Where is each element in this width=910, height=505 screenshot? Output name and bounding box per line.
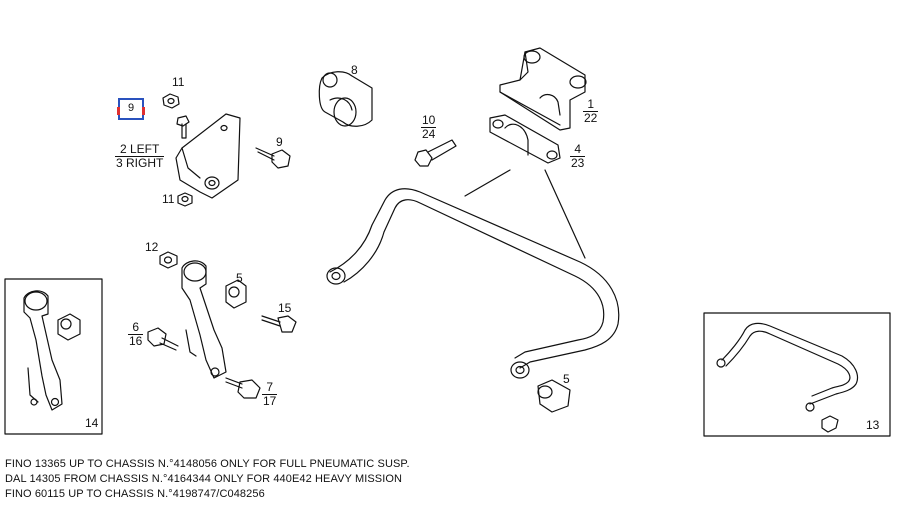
callout-5[interactable]: 5 [236,271,243,285]
inset-stabilizer-bar [716,322,859,433]
callout-1-22-num: 1 [583,98,599,112]
callout-10-24-num: 10 [421,113,437,128]
inset-box-14 [4,278,103,435]
callout-10-24-den: 24 [422,127,436,141]
callout-12[interactable]: 12 [145,240,159,254]
callout-2-3[interactable]: 2 LEFT 3 RIGHT [115,143,165,170]
nut-part-11-top [162,93,180,109]
selected-callout-marker[interactable]: 9 [117,98,145,120]
callout-13[interactable]: 13 [866,418,880,432]
bushing-part-8 [318,71,373,127]
callout-5-lower[interactable]: 5 [563,372,570,386]
callout-7-17-num: 7 [262,381,278,395]
selected-callout-label: 9 [127,102,135,114]
callout-2-3-num: 2 LEFT [115,143,165,157]
inset-box-13 [703,312,891,437]
callout-14[interactable]: 14 [85,416,99,430]
applicability-notes: FINO 13365 UP TO CHASSIS N.°4148056 ONLY… [5,457,410,502]
clamp-part-4 [489,114,561,164]
callout-6-16-num: 6 [128,321,144,335]
bolt-part-6 [147,327,179,351]
callout-6-16[interactable]: 6 16 [128,321,144,348]
bushing-part-5 [225,279,247,309]
callout-6-16-den: 16 [129,334,143,348]
bolt-part-10 [414,139,457,167]
callout-1-22-den: 22 [584,111,598,125]
callout-9[interactable]: 9 [276,135,283,149]
callout-8[interactable]: 8 [351,63,358,77]
note-line: FINO 13365 UP TO CHASSIS N.°4148056 ONLY… [5,458,410,470]
callout-4-23[interactable]: 4 23 [570,143,586,170]
bolt-part-9 [255,147,291,169]
bushing-part-5-lower [537,379,571,413]
callout-4-23-den: 23 [571,156,585,170]
bolt-part-7 [225,377,261,399]
bolt-part-small [176,115,190,139]
callout-1-22[interactable]: 1 22 [583,98,599,125]
callout-2-3-den: 3 RIGHT [116,156,164,170]
callout-10-24[interactable]: 10 24 [421,113,437,141]
nut-part-12 [159,251,178,269]
callout-7-17[interactable]: 7 17 [262,381,278,408]
callout-11-bottom[interactable]: 11 [162,192,175,206]
link-arm [181,260,227,379]
note-line: FINO 60115 UP TO CHASSIS N.°4198747/C048… [5,488,265,500]
inset-link-arm [23,290,81,411]
stabilizer-bar [326,169,620,379]
callout-4-23-num: 4 [570,143,586,157]
callout-11-top[interactable]: 11 [172,75,185,89]
callout-7-17-den: 17 [263,394,277,408]
callout-15[interactable]: 15 [278,301,292,315]
nut-part-11-bottom [177,192,193,207]
bolt-part-15 [261,315,297,333]
note-line: DAL 14305 FROM CHASSIS N.°4164344 ONLY F… [5,473,403,485]
bracket-part-2 [175,113,241,199]
bracket-part-1 [499,47,587,131]
